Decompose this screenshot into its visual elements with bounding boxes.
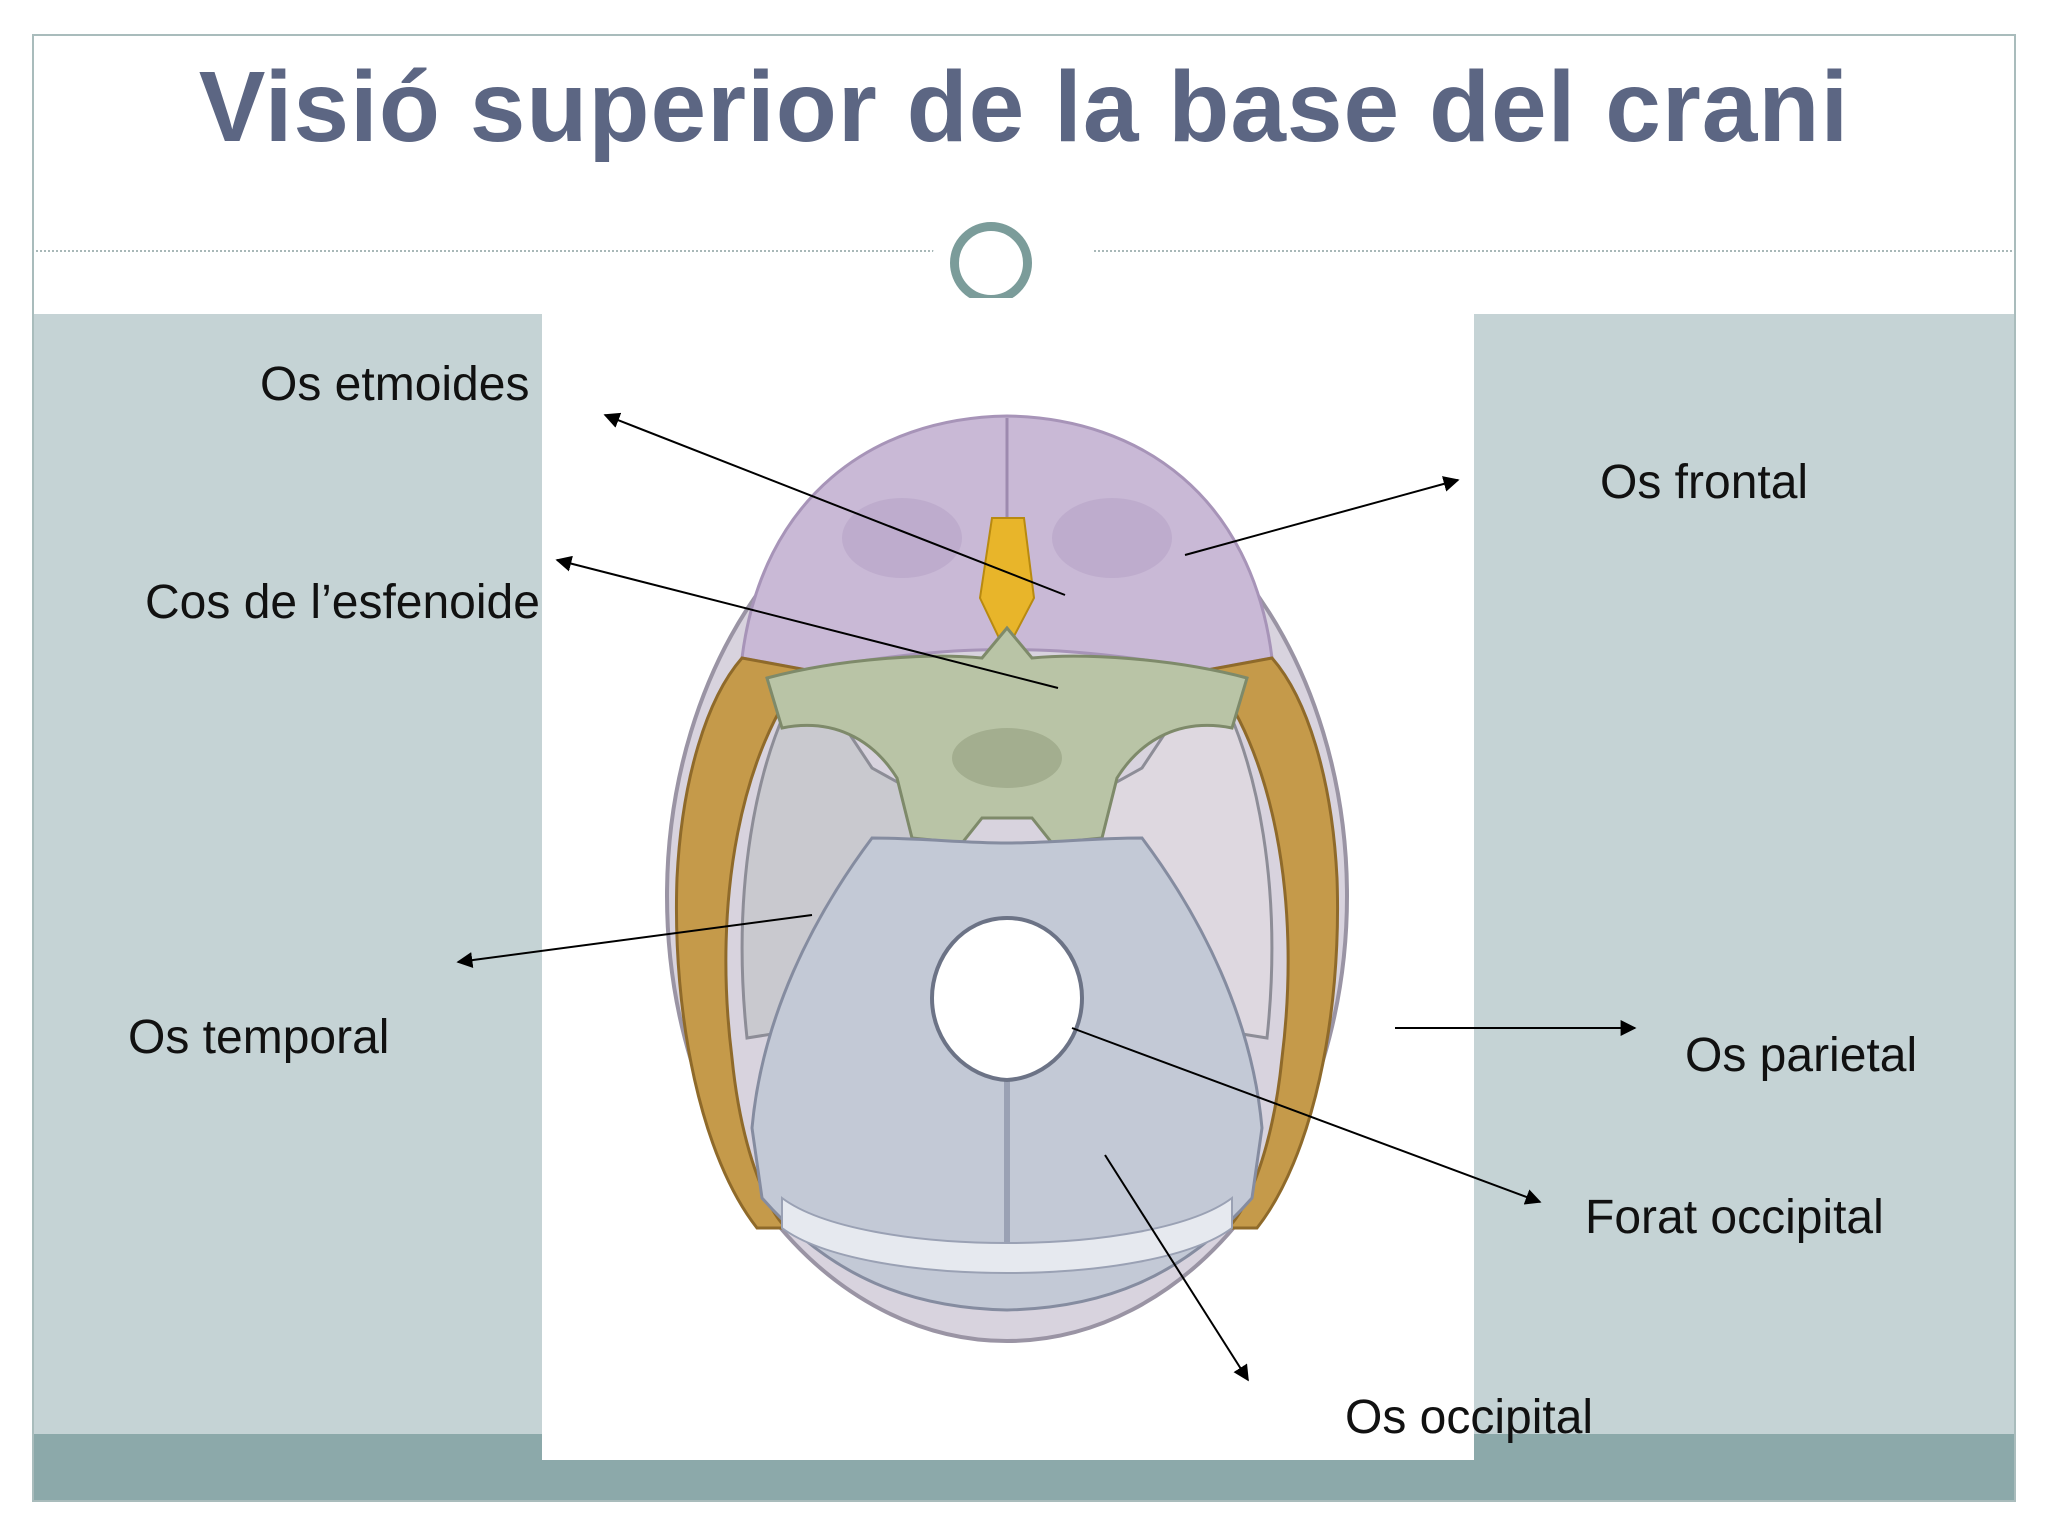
label-os-occipital: Os occipital bbox=[1345, 1391, 1594, 1444]
label-forat-occipital: Forat occipital bbox=[1585, 1191, 1884, 1244]
skull-base-illustration bbox=[665, 414, 1349, 1343]
label-os-parietal: Os parietal bbox=[1685, 1029, 1918, 1082]
label-cos-esfenoide: Cos de l’esfenoide bbox=[145, 576, 540, 629]
parietal-bone-left bbox=[675, 656, 810, 1230]
label-os-frontal: Os frontal bbox=[1600, 456, 1809, 509]
header-divider-right bbox=[1094, 250, 2012, 252]
slide-title: Visió superior de la base del crani bbox=[198, 51, 1850, 163]
foramen-magnum bbox=[929, 915, 1085, 1083]
label-os-temporal: Os temporal bbox=[128, 1011, 390, 1064]
circle-ornament-icon bbox=[950, 222, 1032, 304]
label-os-etmoides: Os etmoides bbox=[260, 358, 530, 411]
header-divider-left bbox=[36, 250, 954, 252]
